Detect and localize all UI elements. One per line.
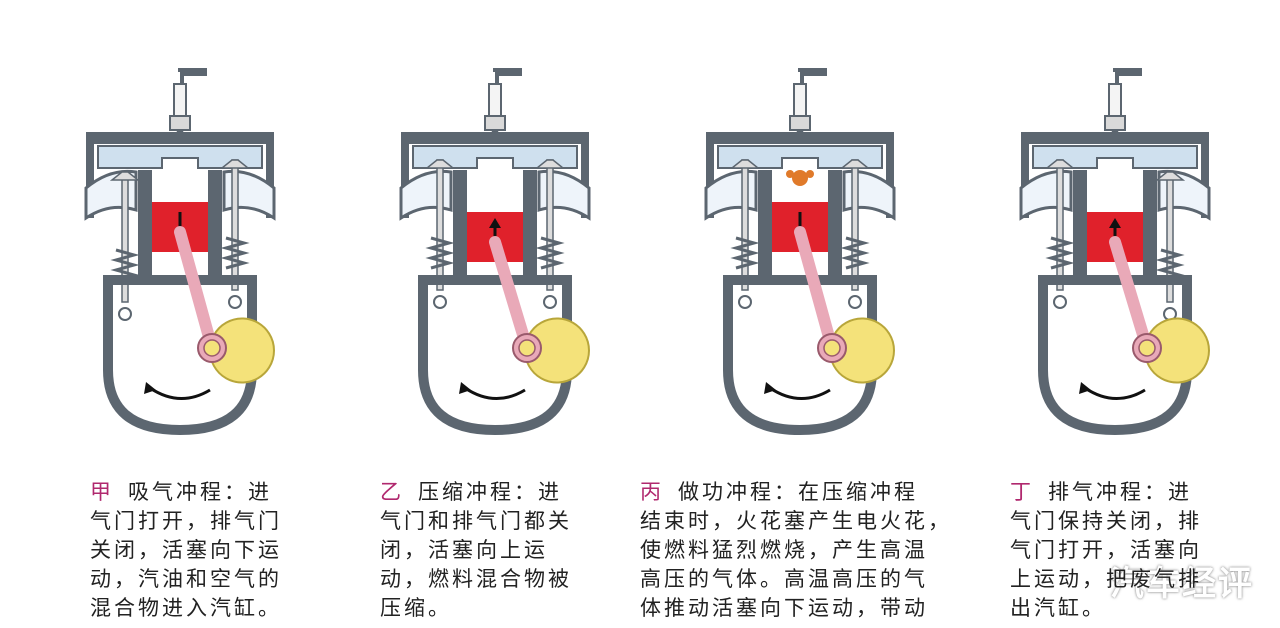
caption-line: 气门和排气门都关	[380, 507, 620, 536]
caption-line: 动，汽油和空气的	[90, 565, 330, 594]
caption-text: 体推动活塞向下运动，带动	[640, 596, 928, 620]
engine-diagram-ding	[1015, 60, 1280, 440]
caption-line: 结束时，火花塞产生电火花，	[640, 507, 880, 536]
spark-plug	[170, 70, 205, 138]
caption-line: 使燃料猛烈燃烧，产生高温	[640, 536, 880, 565]
stroke-caption-jia: 甲吸气冲程：进气门打开，排气门关闭，活塞向下运动，汽油和空气的混合物进入汽缸。	[90, 478, 330, 623]
engine-diagram-jia	[80, 60, 380, 440]
rotation-arrow	[150, 388, 210, 399]
caption-text: 高压的气体。高温高压的气	[640, 567, 928, 591]
spark-plug	[485, 70, 520, 138]
caption-line: 压缩。	[380, 594, 620, 623]
caption-text: 气门打开，排气门	[90, 509, 282, 533]
caption-line: 高压的气体。高温高压的气	[640, 565, 880, 594]
stroke-label: 丙	[640, 480, 664, 504]
caption-text: 上运动，把废气排	[1010, 567, 1202, 591]
caption-text: 混合物进入汽缸。	[90, 596, 282, 620]
caption-line: 甲吸气冲程：进	[90, 478, 330, 507]
caption-line: 丁排气冲程：进	[1010, 478, 1250, 507]
caption-line: 出汽缸。	[1010, 594, 1250, 623]
caption-text: 压缩冲程：进	[418, 480, 562, 504]
spark-plug	[1105, 70, 1140, 138]
stroke-caption-ding: 丁排气冲程：进气门保持关闭，排气门打开，活塞向上运动，把废气排出汽缸。	[1010, 478, 1250, 623]
caption-text: 气门保持关闭，排	[1010, 509, 1202, 533]
caption-text: 气门打开，活塞向	[1010, 538, 1202, 562]
caption-line: 关闭，活塞向下运	[90, 536, 330, 565]
engine-svg	[395, 60, 695, 440]
caption-line: 混合物进入汽缸。	[90, 594, 330, 623]
stroke-caption-yi: 乙压缩冲程：进气门和排气门都关闭，活塞向上运动，燃料混合物被压缩。	[380, 478, 620, 623]
crankshaft	[180, 232, 274, 383]
caption-text: 气门和排气门都关	[380, 509, 572, 533]
caption-text: 闭，活塞向上运	[380, 538, 548, 562]
caption-line: 乙压缩冲程：进	[380, 478, 620, 507]
caption-line: 上运动，把废气排	[1010, 565, 1250, 594]
caption-line: 气门保持关闭，排	[1010, 507, 1250, 536]
engine-svg	[80, 60, 380, 440]
caption-line: 气门打开，排气门	[90, 507, 330, 536]
spark-plug	[790, 70, 825, 138]
caption-text: 关闭，活塞向下运	[90, 538, 282, 562]
caption-text: 动，汽油和空气的	[90, 567, 282, 591]
engine-svg	[700, 60, 1000, 440]
caption-text: 使燃料猛烈燃烧，产生高温	[640, 538, 928, 562]
rotation-arrow	[1085, 388, 1145, 399]
stroke-label: 丁	[1010, 480, 1034, 504]
caption-text: 排气冲程：进	[1048, 480, 1192, 504]
caption-line: 体推动活塞向下运动，带动	[640, 594, 880, 623]
engine-svg	[1015, 60, 1280, 440]
caption-line: 闭，活塞向上运	[380, 536, 620, 565]
crankshaft	[495, 242, 589, 383]
stroke-caption-bing: 丙做功冲程：在压缩冲程结束时，火花塞产生电火花，使燃料猛烈燃烧，产生高温高压的气…	[640, 478, 880, 623]
caption-text: 出汽缸。	[1010, 596, 1106, 620]
caption-text: 吸气冲程：进	[128, 480, 272, 504]
crankshaft	[800, 232, 894, 383]
caption-text: 压缩。	[380, 596, 452, 620]
caption-line: 气门打开，活塞向	[1010, 536, 1250, 565]
stroke-label: 甲	[90, 480, 114, 504]
rotation-arrow	[770, 388, 830, 399]
crankshaft	[1115, 242, 1209, 383]
caption-text: 动，燃料混合物被	[380, 567, 572, 591]
caption-line: 丙做功冲程：在压缩冲程	[640, 478, 880, 507]
caption-line: 动，燃料混合物被	[380, 565, 620, 594]
stroke-label: 乙	[380, 480, 404, 504]
caption-text: 做功冲程：在压缩冲程	[678, 480, 918, 504]
caption-text: 结束时，火花塞产生电火花，	[640, 509, 952, 533]
engine-diagram-bing	[700, 60, 1000, 440]
rotation-arrow	[465, 388, 525, 399]
engine-diagram-yi	[395, 60, 695, 440]
